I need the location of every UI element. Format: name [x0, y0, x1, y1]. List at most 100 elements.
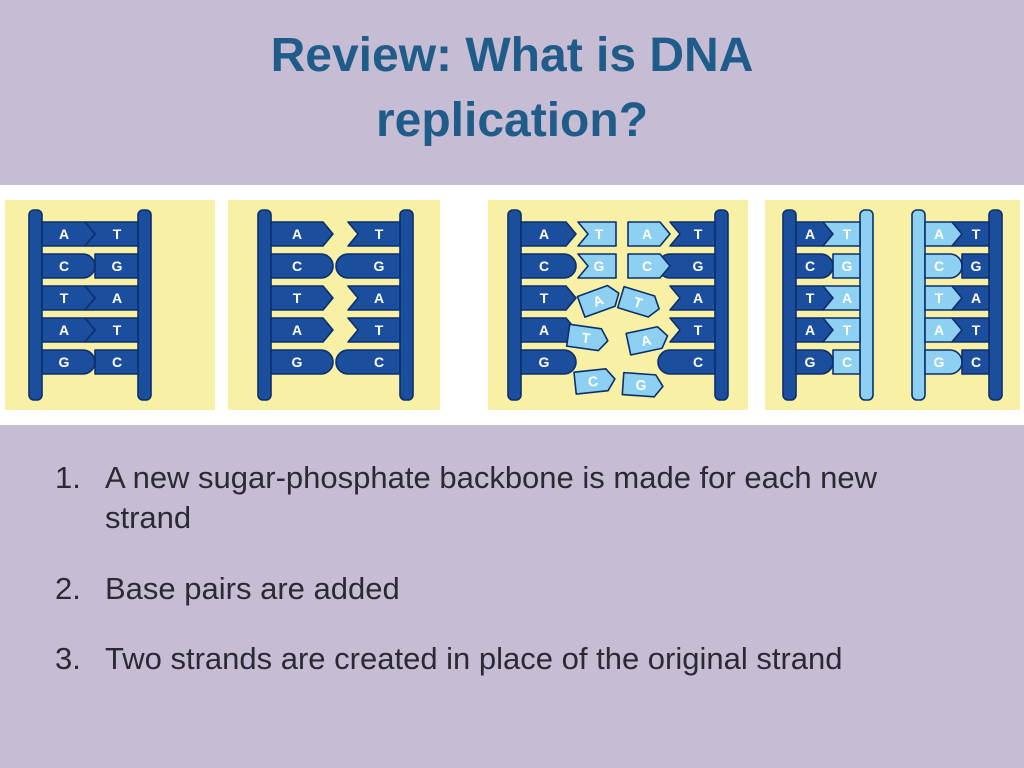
base-letter: T	[60, 290, 69, 306]
base-letter: G	[539, 354, 550, 370]
base-letter: C	[292, 258, 302, 274]
list-item-text: Base pairs are added	[105, 570, 400, 606]
list-item-text: A new sugar-phosphate backbone is made f…	[105, 460, 878, 536]
base-letter: T	[375, 226, 384, 242]
base-A	[627, 221, 671, 247]
base-T	[84, 317, 139, 343]
base-T	[520, 285, 577, 311]
base-C	[657, 349, 716, 375]
base-letter: A	[59, 322, 69, 338]
base-letter: G	[635, 377, 647, 394]
base-G	[94, 253, 139, 279]
dna-backbone	[859, 209, 874, 401]
dna-backbone	[137, 209, 152, 401]
base-letter: A	[971, 290, 981, 306]
base-letter: A	[539, 226, 549, 242]
base-C	[335, 349, 401, 375]
base-C	[961, 349, 990, 375]
base-G	[520, 349, 577, 375]
base-T	[347, 317, 401, 343]
floating-base: A	[576, 284, 620, 318]
base-letter: A	[292, 226, 302, 242]
base-letter: T	[293, 290, 302, 306]
floating-base: T	[565, 323, 609, 352]
base-letter: A	[639, 332, 652, 350]
base-C	[270, 253, 334, 279]
base-C	[627, 253, 671, 279]
base-letter: C	[539, 258, 549, 274]
base-letter: T	[843, 322, 852, 338]
base-T	[84, 221, 139, 247]
base-letter: A	[642, 226, 652, 242]
base-letter: C	[934, 258, 944, 274]
base-A	[822, 285, 861, 311]
base-letter: C	[642, 258, 652, 274]
base-A	[625, 325, 669, 356]
base-letter: C	[693, 354, 703, 370]
dna-backbone	[782, 209, 797, 401]
floating-base: G	[621, 371, 664, 398]
base-A	[951, 285, 990, 311]
base-letter: G	[934, 354, 945, 370]
base-letter: G	[59, 354, 70, 370]
base-T	[951, 317, 990, 343]
base-letter: T	[113, 322, 122, 338]
base-A	[520, 221, 577, 247]
base-letter: C	[805, 258, 815, 274]
base-G	[335, 253, 401, 279]
numbered-list: 1. A new sugar-phosphate backbone is mad…	[55, 458, 955, 709]
base-letter: T	[843, 226, 852, 242]
base-letter: G	[842, 258, 853, 274]
base-letter: A	[374, 290, 384, 306]
base-letter: C	[59, 258, 69, 274]
base-letter: G	[374, 258, 385, 274]
base-letter: G	[693, 258, 704, 274]
base-A	[84, 285, 139, 311]
base-letter: A	[934, 322, 944, 338]
base-letter: T	[972, 322, 981, 338]
base-T	[822, 317, 861, 343]
base-G	[621, 371, 664, 398]
base-T	[270, 285, 334, 311]
list-item-number: 1.	[55, 460, 81, 495]
base-T	[951, 221, 990, 247]
base-letter: A	[805, 322, 815, 338]
slide-title: Review: What is DNA replication?	[0, 24, 1024, 154]
floating-base: C	[573, 368, 616, 395]
title-line-1: Review: What is DNA	[270, 29, 754, 82]
base-A	[270, 317, 334, 343]
list-item-number: 3.	[55, 640, 81, 676]
dna-backbone	[257, 209, 272, 401]
base-letter: T	[595, 226, 604, 242]
base-letter: T	[694, 226, 703, 242]
base-G	[832, 253, 861, 279]
base-letter: A	[934, 226, 944, 242]
base-C	[94, 349, 139, 375]
dna-backbone	[714, 209, 729, 401]
base-letter: G	[292, 354, 303, 370]
base-A	[669, 285, 716, 311]
base-letter: T	[935, 290, 944, 306]
base-letter: G	[112, 258, 123, 274]
list-item: 1. A new sugar-phosphate backbone is mad…	[55, 458, 955, 539]
base-C	[573, 368, 616, 395]
base-A	[270, 221, 334, 247]
base-letter: T	[972, 226, 981, 242]
base-letter: T	[375, 322, 384, 338]
base-letter: C	[971, 354, 981, 370]
base-letter: T	[694, 322, 703, 338]
base-letter: C	[587, 373, 599, 390]
base-T	[669, 317, 716, 343]
title-line-2: replication?	[375, 93, 649, 147]
floating-base: T	[616, 285, 660, 318]
base-G	[577, 253, 617, 279]
base-letter: A	[693, 290, 703, 306]
base-C	[520, 253, 577, 279]
